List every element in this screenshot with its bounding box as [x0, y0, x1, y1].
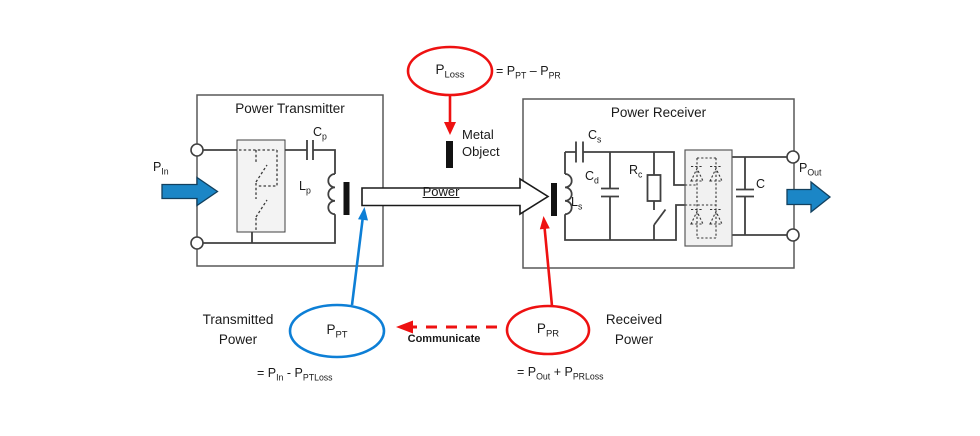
receiver-title: Power Receiver — [610, 105, 707, 120]
ls-label: Ls — [571, 195, 583, 212]
cd-capacitor — [601, 187, 619, 198]
ploss-ellipse — [406, 45, 494, 97]
rc-switch — [653, 208, 667, 226]
lp-label: Lp — [299, 179, 311, 196]
lp-coil — [327, 173, 336, 216]
rectifier-diodes — [685, 157, 723, 239]
cp-label: Cp — [313, 125, 327, 142]
ppr-equation: = POut + PPRLoss — [517, 365, 604, 382]
power-flow-label: Power — [422, 184, 460, 199]
received-power-caption: Received Power — [605, 312, 663, 347]
ls-coil — [564, 173, 573, 216]
rx-circuit-wires — [564, 151, 787, 241]
cd-label: Cd — [585, 169, 599, 186]
ppt-ellipse — [288, 303, 386, 359]
transmitted-power-caption: Transmitted Power — [202, 312, 274, 347]
inverter-switches — [239, 149, 278, 231]
ppt-pointer-line — [350, 207, 368, 306]
p-out-label: POut — [799, 161, 822, 178]
cs-capacitor — [575, 141, 584, 163]
tx-circuit-wires — [203, 149, 336, 244]
ppr-ellipse — [505, 304, 591, 356]
p-in-label: PIn — [153, 160, 169, 177]
power-flow-arrow — [361, 177, 550, 216]
tx-terminal-bottom — [190, 236, 204, 250]
rc-resistor — [646, 174, 662, 202]
p-in-arrow — [161, 176, 219, 207]
metal-object-label: Metal Object — [462, 127, 500, 159]
metal-object-bar — [446, 141, 453, 168]
p-out-arrow — [786, 180, 832, 214]
transmitter-title: Power Transmitter — [235, 101, 345, 116]
ppt-bubble-label: PPT — [326, 322, 348, 341]
ploss-bubble-label: PLoss — [435, 62, 465, 81]
ppr-pointer-line — [539, 216, 554, 307]
rx-terminal-bottom — [786, 228, 800, 242]
communicate-arrow — [396, 320, 497, 334]
cs-label: Cs — [588, 128, 602, 145]
ploss-equation: = PPT – PPR — [496, 64, 561, 81]
rx-coil-bar — [551, 183, 557, 216]
rx-terminal-top — [786, 150, 800, 164]
c-label: C — [756, 177, 766, 191]
ploss-down-arrow — [444, 96, 456, 135]
cp-capacitor — [306, 140, 314, 160]
rectifier-block — [684, 149, 733, 247]
power-transmitter-box — [196, 94, 384, 267]
rc-label: Rc — [629, 163, 643, 180]
c-capacitor — [736, 188, 754, 198]
ppr-bubble-label: PPR — [536, 321, 560, 340]
tx-terminal-top — [190, 143, 204, 157]
tx-coil-bar — [343, 182, 350, 215]
ppt-equation: = PIn - PPTLoss — [257, 366, 333, 383]
inverter-block — [236, 139, 286, 233]
communicate-label: Communicate — [407, 333, 481, 345]
